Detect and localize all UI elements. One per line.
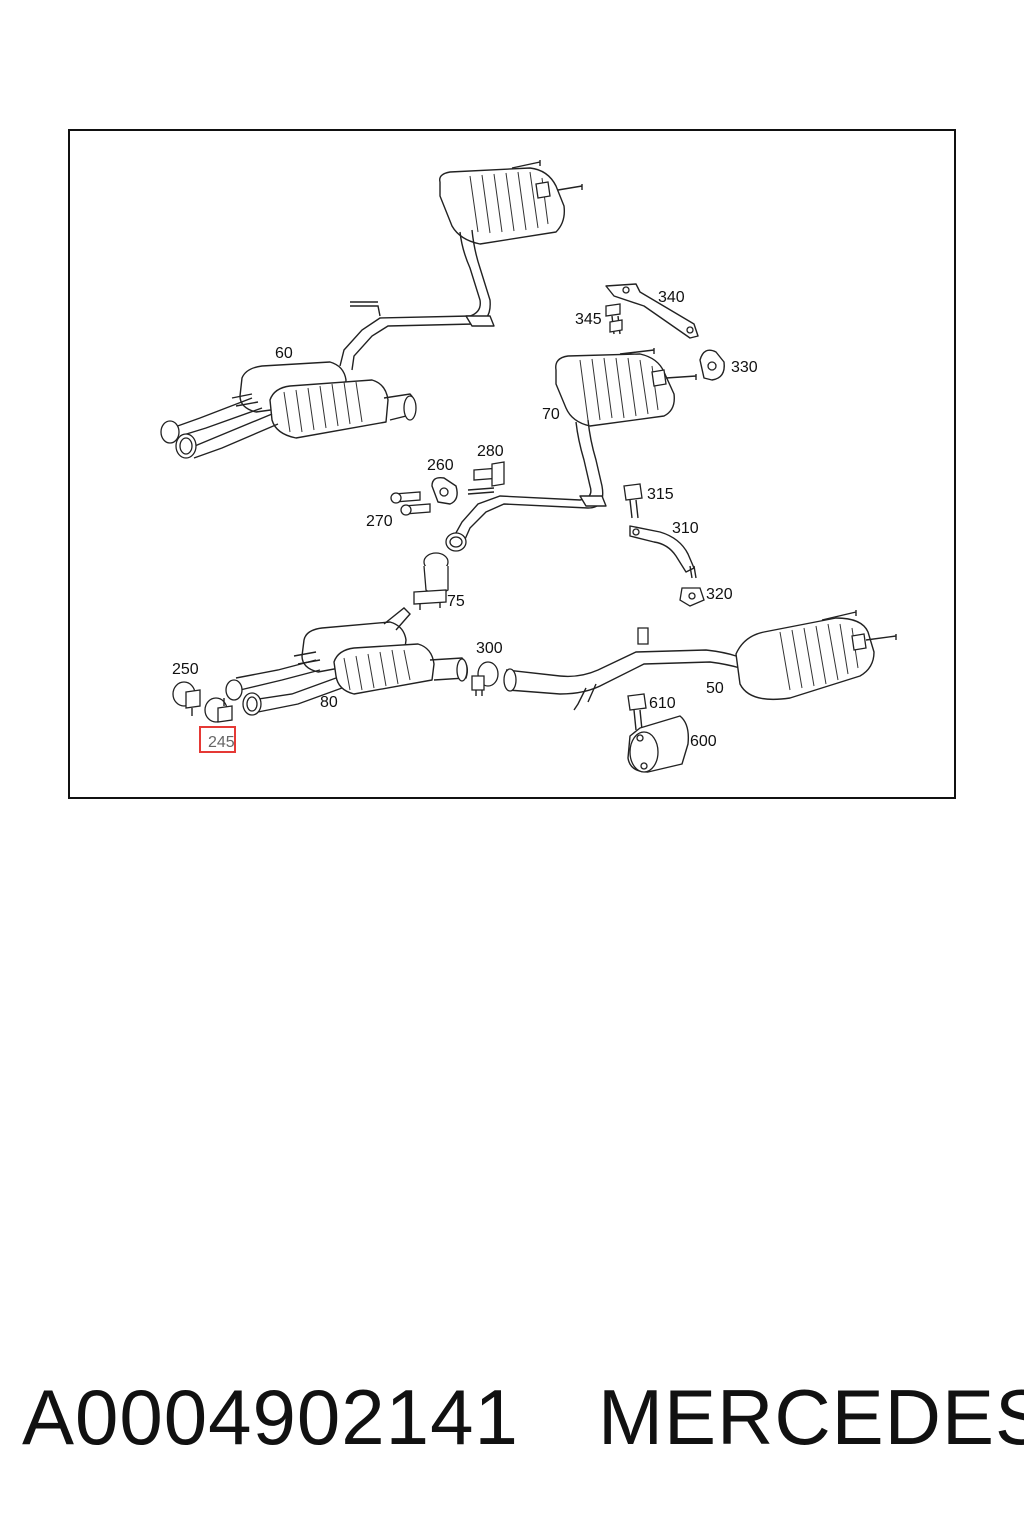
clamp-75[interactable] [413,552,449,610]
label-600[interactable]: 600 [690,733,717,750]
nut-320[interactable] [679,565,705,607]
front-silencer-80[interactable] [225,607,469,716]
clamp-250[interactable] [172,681,201,716]
connecting-pipe-50[interactable] [503,627,741,711]
label-300[interactable]: 300 [476,640,503,657]
label-250[interactable]: 250 [172,661,199,678]
footer: A0004902141 MERCEDES [0,1372,1024,1472]
rubber-mount-330[interactable] [699,349,725,381]
clamp-300[interactable] [471,661,499,696]
brand-name: MERCEDES [598,1373,1024,1461]
label-60[interactable]: 60 [275,345,293,362]
clamp-245[interactable] [204,697,233,723]
rear-silencer-70[interactable] [555,348,697,427]
label-75[interactable]: 75 [447,593,465,610]
label-50[interactable]: 50 [706,680,724,697]
label-345[interactable]: 345 [575,311,602,328]
front-silencer-60[interactable] [160,361,417,459]
bolt-610[interactable] [627,693,647,731]
connecting-pipe-top[interactable] [339,229,495,371]
rear-silencer-50[interactable] [735,610,897,701]
label-70[interactable]: 70 [542,406,560,423]
part-number: A0004902141 [22,1373,519,1461]
label-610[interactable]: 610 [649,695,676,712]
bolt-315[interactable] [623,483,643,519]
label-245[interactable]: 245 [208,734,235,751]
label-260[interactable]: 260 [427,457,454,474]
label-315[interactable]: 315 [647,486,674,503]
highlight-box-245 [199,726,236,753]
hanger-600[interactable] [627,715,690,773]
bracket-340[interactable] [605,283,699,339]
bolt-280[interactable] [473,461,505,487]
bracket-310[interactable] [629,525,695,573]
label-310[interactable]: 310 [672,520,699,537]
connecting-pipe-70[interactable] [445,419,607,552]
rear-silencer-top[interactable] [439,160,583,245]
label-330[interactable]: 330 [731,359,758,376]
label-320[interactable]: 320 [706,586,733,603]
label-340[interactable]: 340 [658,289,685,306]
bolt-345[interactable] [605,303,623,335]
hanger-260[interactable] [431,476,458,505]
bolt-270[interactable] [390,491,431,516]
label-280[interactable]: 280 [477,443,504,460]
label-80[interactable]: 80 [320,694,338,711]
label-270[interactable]: 270 [366,513,393,530]
